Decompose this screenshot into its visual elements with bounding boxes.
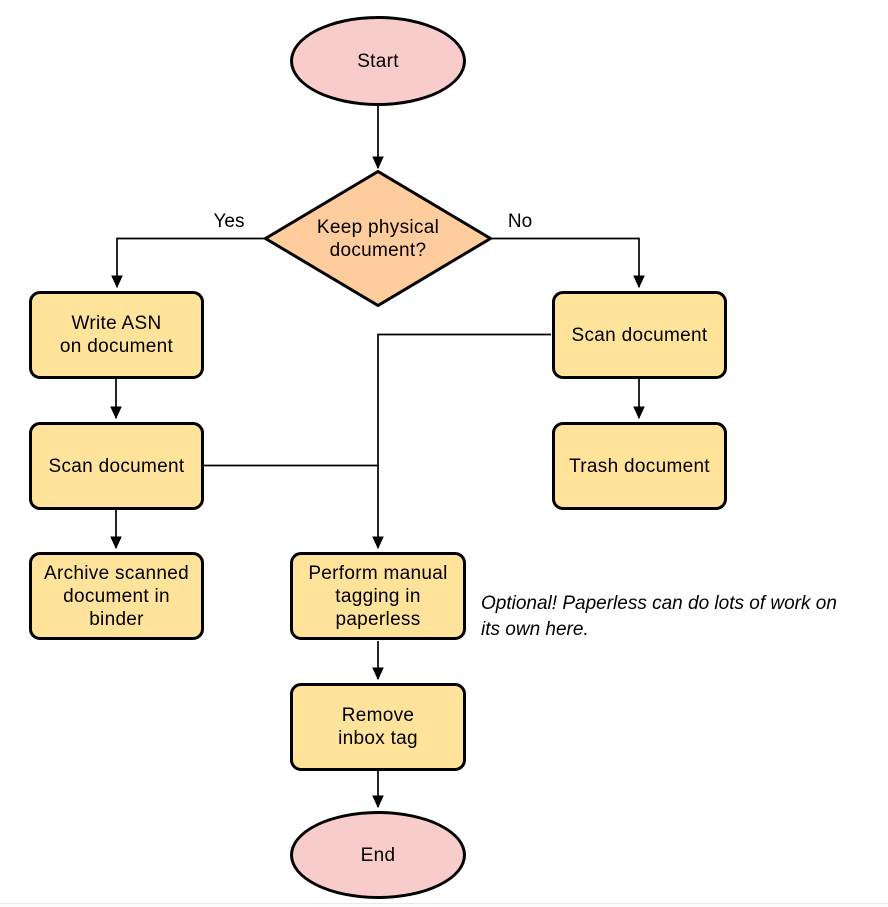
decision-diamond-shape <box>262 169 494 308</box>
end-node: End <box>290 811 466 899</box>
decision-node-label: Keep physical document? <box>316 217 440 261</box>
start-node: Start <box>290 16 466 106</box>
archive-document-node: Archive scanned document in binder <box>29 552 204 640</box>
manual-tagging-node: Perform manual tagging in paperless <box>290 552 466 640</box>
scan-document-left-node: Scan document <box>29 422 204 510</box>
edge-label-yes: Yes <box>213 211 245 232</box>
bottom-window-edge <box>0 903 888 907</box>
remove-inbox-tag-node: Remove inbox tag <box>290 683 466 771</box>
optional-note-text: Optional! Paperless can do lots of work … <box>481 593 837 640</box>
edge-label-no: No <box>507 211 533 232</box>
edge-decision-no <box>491 237 639 288</box>
scan-document-right-node: Scan document <box>552 291 727 379</box>
edge-scanright-to-tagging <box>378 333 551 549</box>
write-asn-node: Write ASN on document <box>29 291 204 379</box>
edge-decision-yes <box>117 237 265 288</box>
trash-document-node: Trash document <box>552 422 727 510</box>
